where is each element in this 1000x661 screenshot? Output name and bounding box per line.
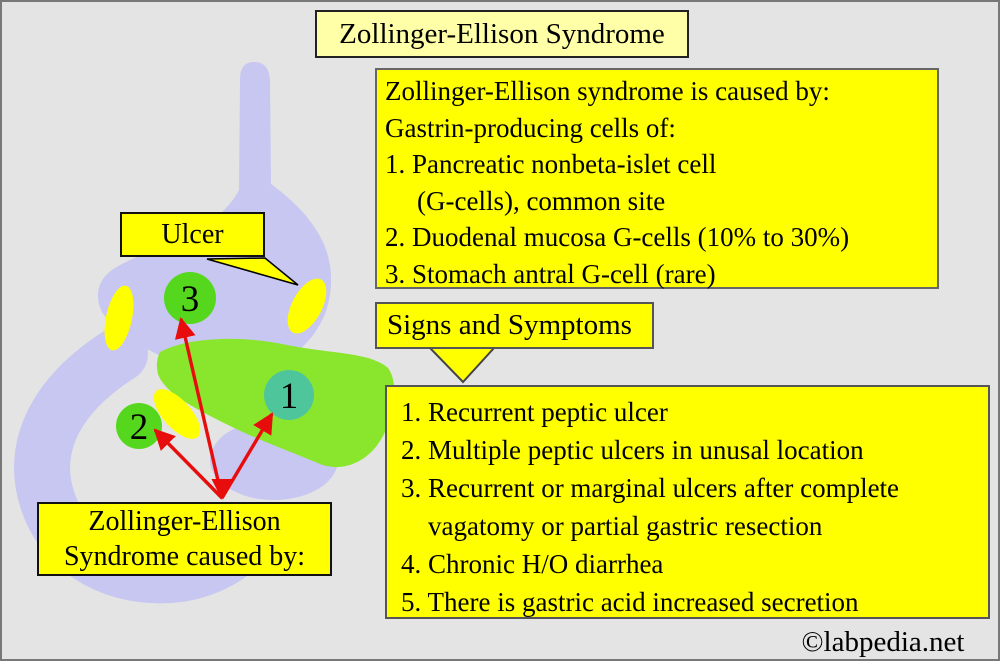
ulcer-label: Ulcer [161,218,224,250]
causes-line: (G-cells), common site [417,185,666,216]
marker-circle-site2 [116,403,162,449]
marker-circle-site1 [264,370,314,420]
signs-header-box: Signs and Symptoms [375,302,654,349]
causes-box: Zollinger-Ellison syndrome is caused by:… [375,68,939,289]
causes-line: 1. Pancreatic nonbeta-islet cell [385,149,717,179]
arrow-to-site3 [174,317,224,499]
causes-line: 3. Stomach antral G-cell (rare) [385,258,716,289]
marker-label-site3: 3 [181,279,200,320]
signs-line: 5. There is gastric acid increased secre… [401,587,859,617]
signs-header-label: Signs and Symptoms [387,309,632,341]
signs-callout-tail [427,347,497,384]
stomach-esophagus-shape [97,62,332,374]
signs-line: 2. Multiple peptic ulcers in unusal loca… [401,435,864,465]
signs-line: 4. Chronic H/O diarrhea [401,549,664,579]
ulcer-label-box: Ulcer [120,212,265,257]
ulcer-spot-left [104,285,134,351]
causes-line: 2. Duodenal mucosa G-cells (10% to 30%) [385,222,850,252]
marker-label-site1: 1 [280,376,299,417]
copyright-watermark: ©labpedia.net [772,623,994,659]
signs-box: 1. Recurrent peptic ulcer 2. Multiple pe… [385,385,990,619]
ulcer-spot-middle [153,389,201,439]
cause-arrows [153,317,274,501]
marker-label-site2: 2 [130,407,149,448]
caused-by-line: Syndrome caused by: [63,541,306,572]
page-title: Zollinger-Ellison Syndrome [339,17,665,50]
causes-line: Gastrin-producing cells of: [385,112,676,143]
ulcer-callout-pointer [206,257,299,286]
caused-by-box: Zollinger-Ellison Syndrome caused by: [37,502,332,576]
signs-line: vagatomy or partial gastric resection [428,511,823,541]
arrow-to-site2 [153,428,224,500]
signs-line: 1. Recurrent peptic ulcer [401,397,668,427]
marker-circle-site3 [164,272,216,324]
ulcer-spot-right [287,278,327,334]
caused-by-line: Zollinger-Ellison [88,506,281,537]
signs-line: 3. Recurrent or marginal ulcers after co… [401,473,900,503]
causes-line: Zollinger-Ellison syndrome is caused by: [385,76,830,106]
title-box: Zollinger-Ellison Syndrome [315,10,689,58]
watermark-text: ©labpedia.net [801,625,965,658]
